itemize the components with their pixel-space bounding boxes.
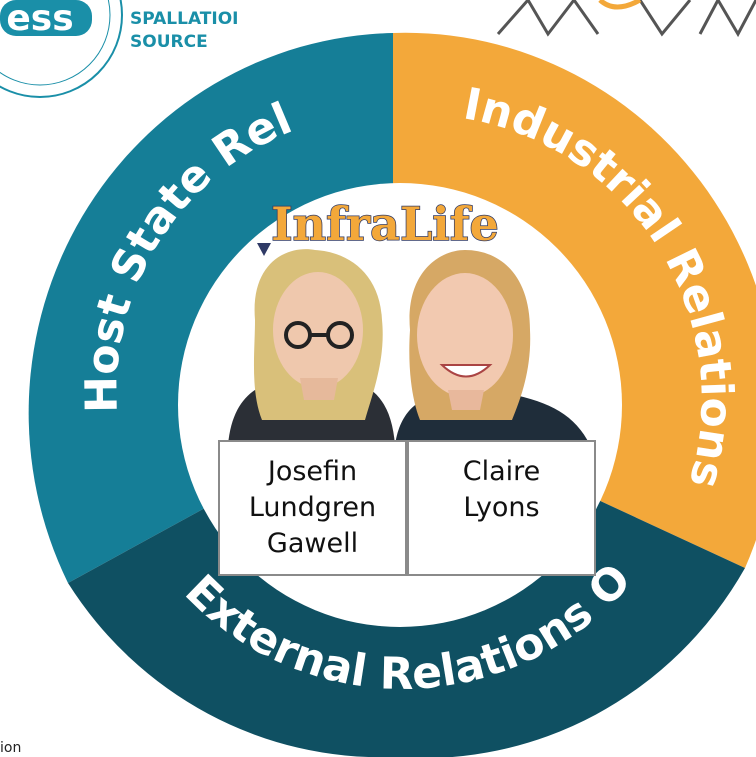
name-line: Lyons [463, 492, 540, 523]
infralife-title: InfraLife [271, 197, 499, 251]
logo-line-1: SPALLATIOI [130, 9, 239, 29]
name-box-josefin: Josefin Lundgren Gawell [218, 440, 407, 576]
ess-logo: ess [0, 0, 123, 98]
portrait-claire [395, 250, 590, 445]
name-box-claire: Claire Lyons [407, 440, 596, 576]
footnote-fragment: ion [0, 740, 22, 756]
name-line: Gawell [266, 528, 359, 559]
pointer-icon [257, 243, 271, 256]
portraits [228, 249, 590, 445]
name-line: Josefin [267, 456, 358, 487]
portrait-josefin [228, 249, 395, 445]
logo-line-2: SOURCE [130, 32, 208, 52]
ess-logo-mark: ess [6, 0, 73, 39]
name-line: Claire [462, 456, 541, 487]
max-iv-logo [496, 0, 756, 38]
name-line: Lundgren [248, 492, 377, 523]
